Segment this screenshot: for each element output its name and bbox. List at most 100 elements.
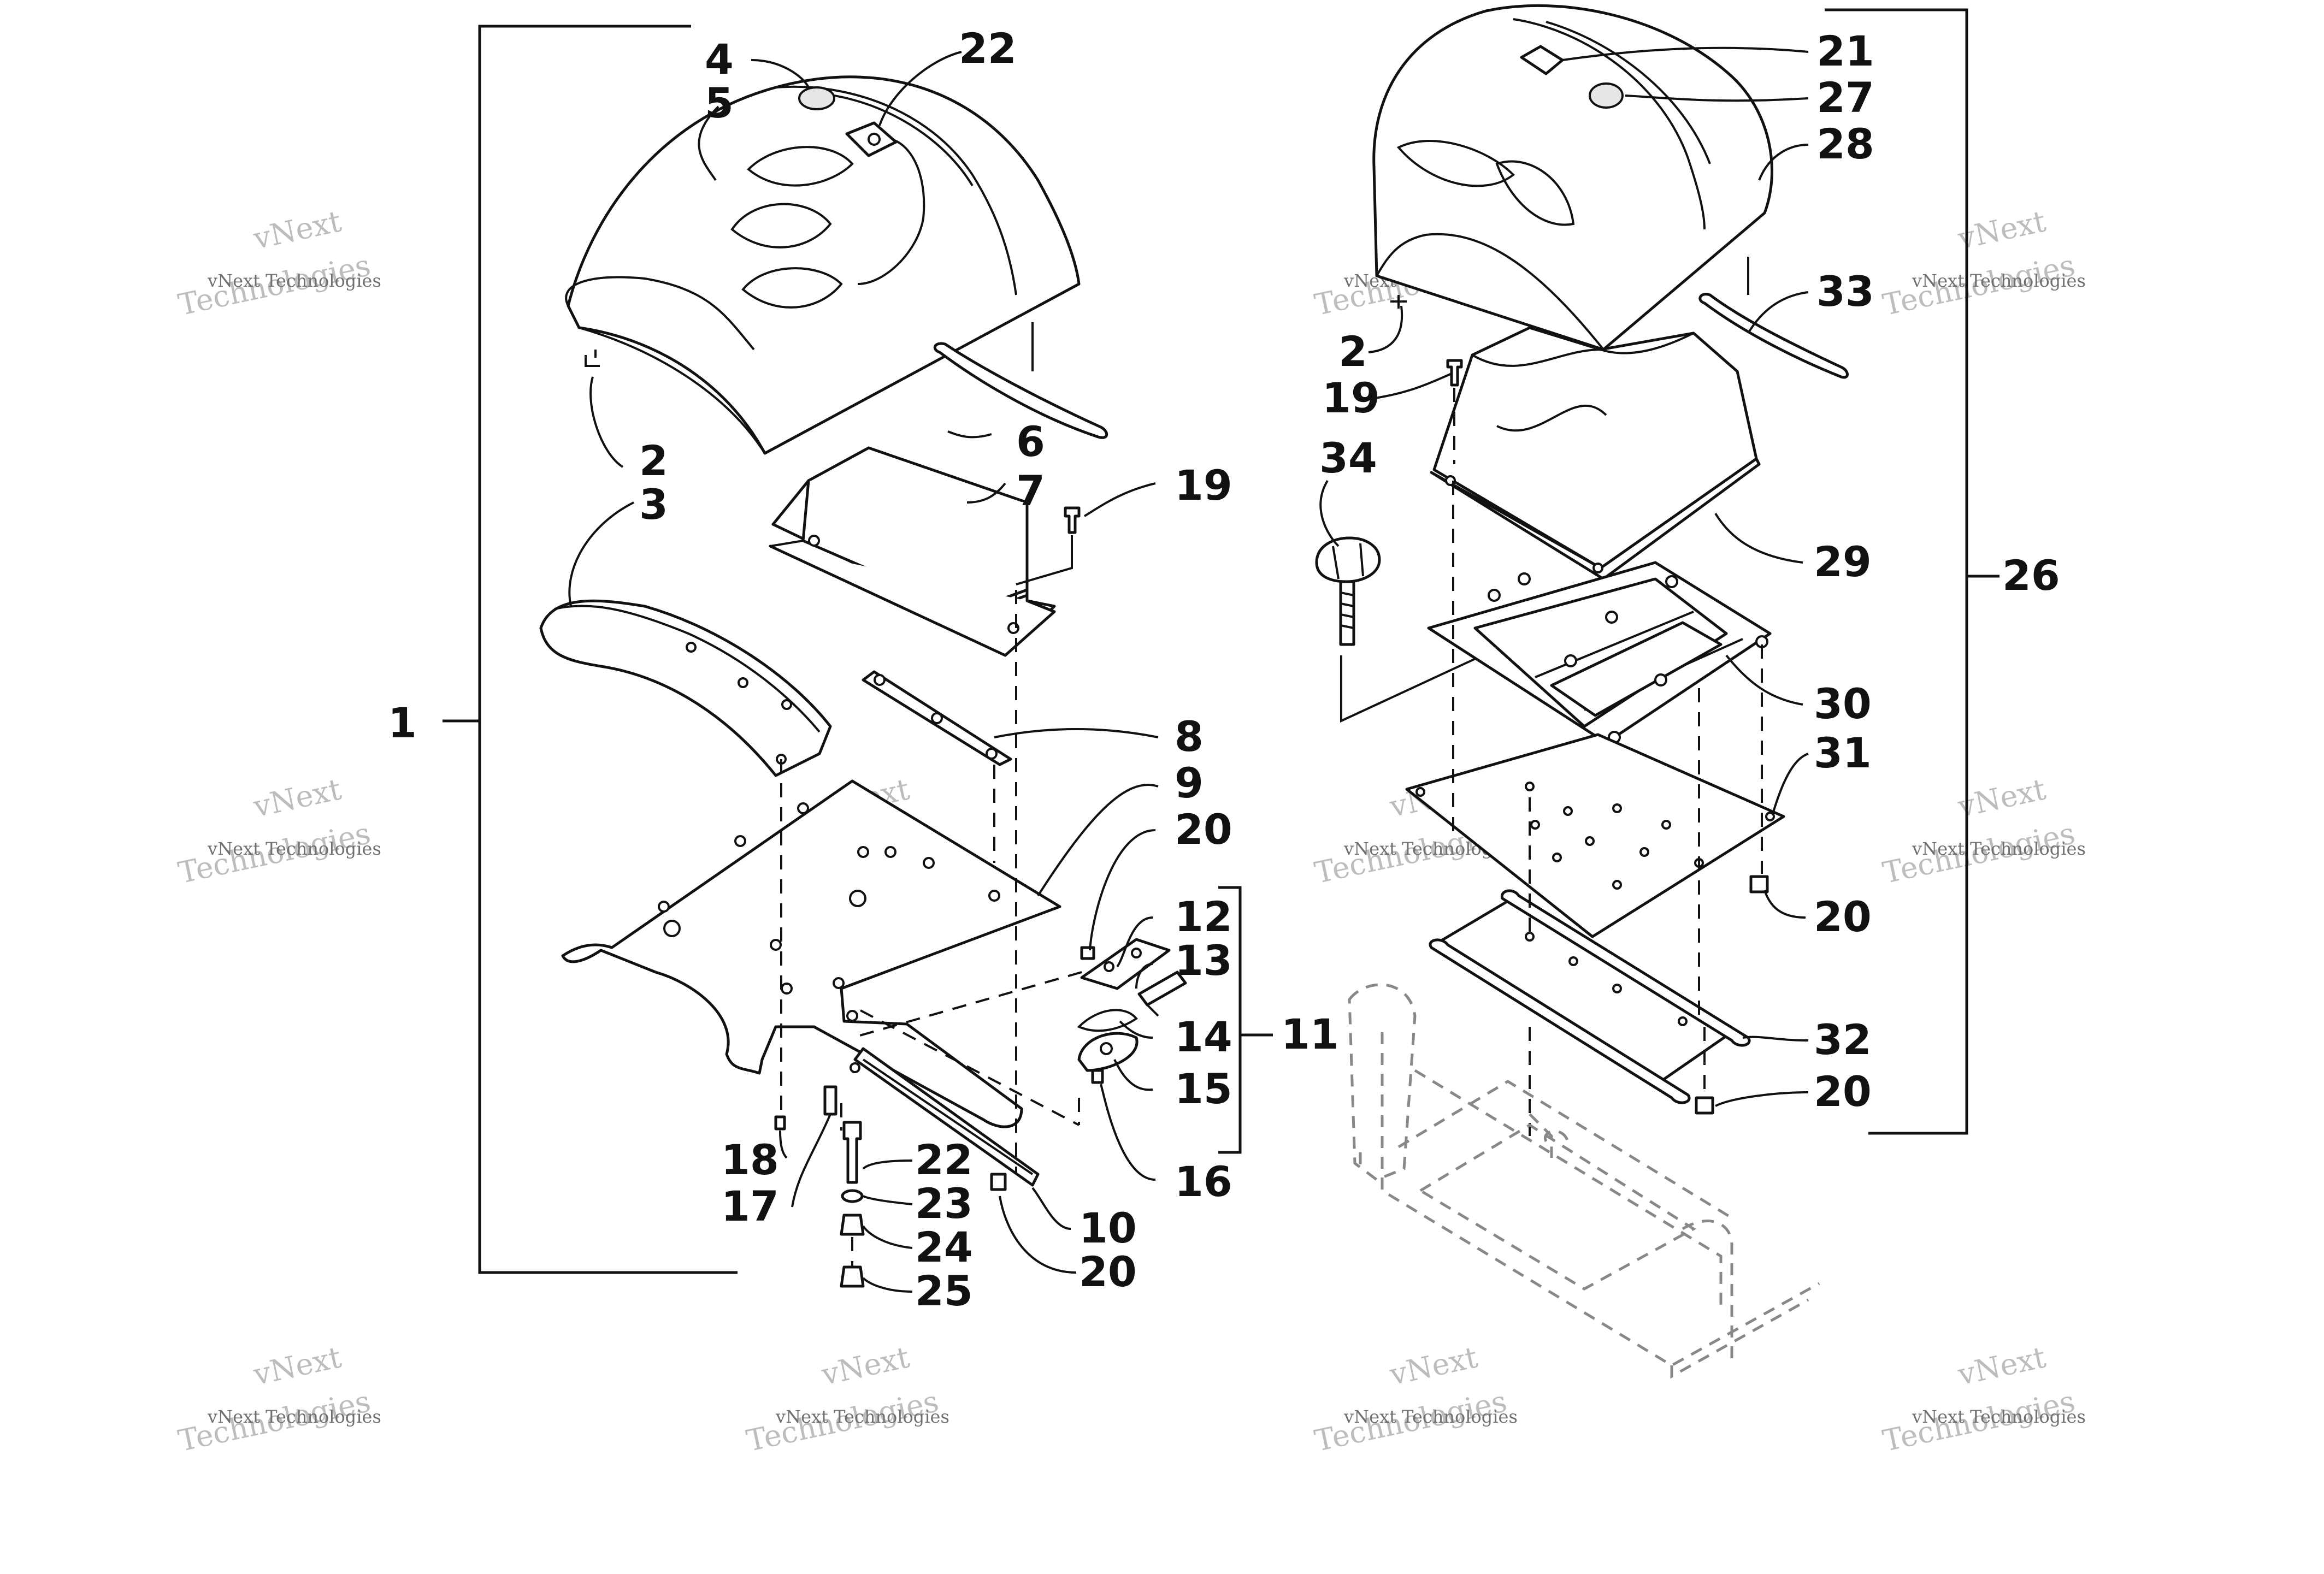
watermark-big-line1: vNext: [818, 1340, 913, 1392]
callout-34: 34: [1319, 434, 1377, 482]
callout-31: 31: [1814, 729, 1872, 777]
rail-8: [862, 670, 1012, 766]
callout-9: 9: [1175, 759, 1204, 807]
watermark-big-line1: vNext: [1955, 204, 2049, 256]
watermark-big-line1: vNext: [1955, 1340, 2049, 1392]
watermark-small: vNext Technologies: [1343, 1406, 1518, 1427]
callout-15: 15: [1175, 1064, 1232, 1113]
callout-6: 6: [1016, 417, 1045, 466]
screw-19b: [1446, 359, 1463, 387]
cover-7: [769, 446, 1056, 657]
callout-7: 7: [1016, 466, 1045, 515]
callout-2-left: 2: [639, 436, 668, 485]
callout-22-top: 22: [959, 24, 1017, 73]
callout-23: 23: [915, 1179, 973, 1228]
callout-12: 12: [1175, 892, 1232, 941]
callout-18: 18: [721, 1135, 779, 1184]
right-assembly: [1315, 4, 1999, 1379]
left-assembly: [443, 25, 1273, 1288]
callout-1: 1: [388, 699, 417, 747]
frame-30: [1427, 561, 1772, 744]
foam-29: [1430, 326, 1761, 581]
callout-16: 16: [1175, 1157, 1232, 1206]
callout-14: 14: [1175, 1013, 1232, 1061]
nut-20c: [1749, 875, 1769, 893]
bolt-22: [842, 1121, 862, 1184]
bracket-1: [443, 25, 738, 1274]
watermark-small: vNext Technologies: [207, 1406, 381, 1427]
spacer-16: [1091, 1069, 1104, 1084]
watermark-small: vNext Technologies: [207, 838, 381, 859]
callout-28: 28: [1816, 120, 1874, 168]
callout-8: 8: [1175, 712, 1204, 761]
callout-20-d: 20: [1814, 1067, 1872, 1116]
callout-19-left: 19: [1175, 461, 1232, 510]
strap-6: [933, 342, 1108, 439]
latch-15: [1077, 1032, 1139, 1072]
washer-23: [841, 1189, 864, 1203]
screw-18: [774, 1115, 786, 1131]
callout-29: 29: [1814, 537, 1872, 586]
callout-24: 24: [915, 1223, 973, 1271]
bracket-26: [1825, 8, 1999, 1135]
latch-13: [1137, 971, 1187, 1017]
callout-13: 13: [1175, 936, 1232, 985]
screw-19: [1064, 506, 1081, 534]
callout-27: 27: [1816, 73, 1874, 122]
nut-20a: [1080, 946, 1095, 960]
fender-shell: [565, 75, 1081, 455]
chassis-frame: [1348, 983, 1820, 1379]
bolt-17: [823, 1085, 837, 1116]
watermark-small: vNext Technologies: [1912, 270, 2086, 291]
latch-12: [1080, 938, 1171, 990]
watermark-small: vNext Technologies: [1912, 838, 2086, 859]
callout-33: 33: [1816, 267, 1874, 316]
nut-25: [840, 1265, 865, 1288]
watermark-small: vNext Technologies: [207, 270, 381, 291]
callout-11: 11: [1281, 1010, 1339, 1058]
callout-30: 30: [1814, 679, 1872, 728]
strap-33: [1698, 293, 1849, 379]
watermark-big-line1: vNext: [250, 1340, 345, 1392]
rear-fender-3: [539, 599, 832, 777]
plate-31: [1405, 733, 1785, 938]
watermark-big-line1: vNext: [1387, 1340, 1481, 1392]
clip-14: [1077, 1009, 1138, 1032]
emblem-27: [1589, 82, 1624, 109]
watermark-small: vNext Technologies: [1912, 1406, 2086, 1427]
callout-19-right: 19: [1322, 374, 1380, 422]
callout-5: 5: [705, 79, 734, 127]
callout-10: 10: [1079, 1204, 1137, 1252]
callout-22-bottom: 22: [915, 1135, 973, 1184]
callout-17: 17: [721, 1182, 779, 1230]
callout-20-a: 20: [1175, 805, 1232, 854]
callout-20-b: 20: [1079, 1247, 1137, 1296]
nut-24: [840, 1214, 865, 1236]
emblem-4: [798, 86, 835, 110]
callout-26: 26: [2002, 551, 2060, 600]
callout-25: 25: [915, 1267, 973, 1315]
callout-20-c: 20: [1814, 892, 1872, 941]
callout-32: 32: [1814, 1015, 1872, 1064]
callout-21: 21: [1816, 27, 1874, 75]
seat-cover-28: [1372, 4, 1773, 351]
callout-numbers: 4 5 22 2 3 6 7 19 1 8 9 20 12 13 11 14 1…: [388, 24, 2060, 1315]
nut-20d: [1695, 1096, 1714, 1115]
callout-3: 3: [639, 480, 668, 529]
base-plate-9: [561, 779, 1061, 1128]
watermark-big-line1: vNext: [250, 204, 345, 256]
nut-20b: [990, 1173, 1007, 1191]
rail-32: [1429, 889, 1751, 1104]
callout-4: 4: [705, 35, 734, 84]
watermark-big-line1: vNext: [1955, 772, 2049, 824]
leader-lines: [568, 46, 1809, 1293]
